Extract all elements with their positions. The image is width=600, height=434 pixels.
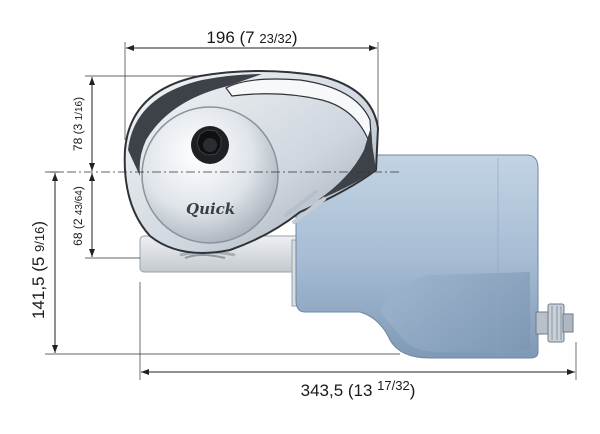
upper-height-dimension: 78 (3 1/16) [71,75,205,171]
top-width-fraction: 23/32 [259,31,292,46]
upper-height-close: ) [71,97,85,101]
top-width-close: ) [292,28,298,47]
svg-text:141,5 (5 9/16): 141,5 (5 9/16) [29,221,48,319]
upper-height-fraction: 1/16 [74,100,85,120]
lower-height-fraction: 43/64 [74,190,85,215]
bottom-width-value: 343,5 (13 [301,381,378,400]
quick-logo: Quick [186,200,235,218]
bottom-width-fraction: 17/32 [377,378,410,393]
total-height-close: ) [29,221,48,227]
lower-height-dimension: 68 (2 43/64) [71,173,140,259]
bottom-width-dimension: 343,5 (13 17/32) [139,282,577,400]
lower-height-value: 68 (2 [71,215,85,246]
svg-text:68 (2 43/64): 68 (2 43/64) [71,186,85,246]
drum [141,106,279,244]
base-logo-mark [184,254,226,259]
top-width-value: 196 (7 [206,28,259,47]
total-height-dimension: 141,5 (5 9/16) [29,171,400,355]
windlass-illustration: Quick [123,70,574,359]
bottom-width-close: ) [410,381,416,400]
total-height-fraction: 9/16 [32,227,47,252]
top-width-dimension: 196 (7 23/32) [124,28,379,140]
svg-text:78 (3 1/16): 78 (3 1/16) [71,97,85,151]
svg-text:196 (7 23/32): 196 (7 23/32) [206,28,297,47]
lower-height-close: ) [71,186,85,190]
upper-height-value: 78 (3 [71,120,85,151]
svg-text:343,5 (13 17/32): 343,5 (13 17/32) [301,378,416,400]
cable-gland [535,303,574,343]
total-height-value: 141,5 (5 [29,252,48,319]
motor-body [295,154,539,359]
